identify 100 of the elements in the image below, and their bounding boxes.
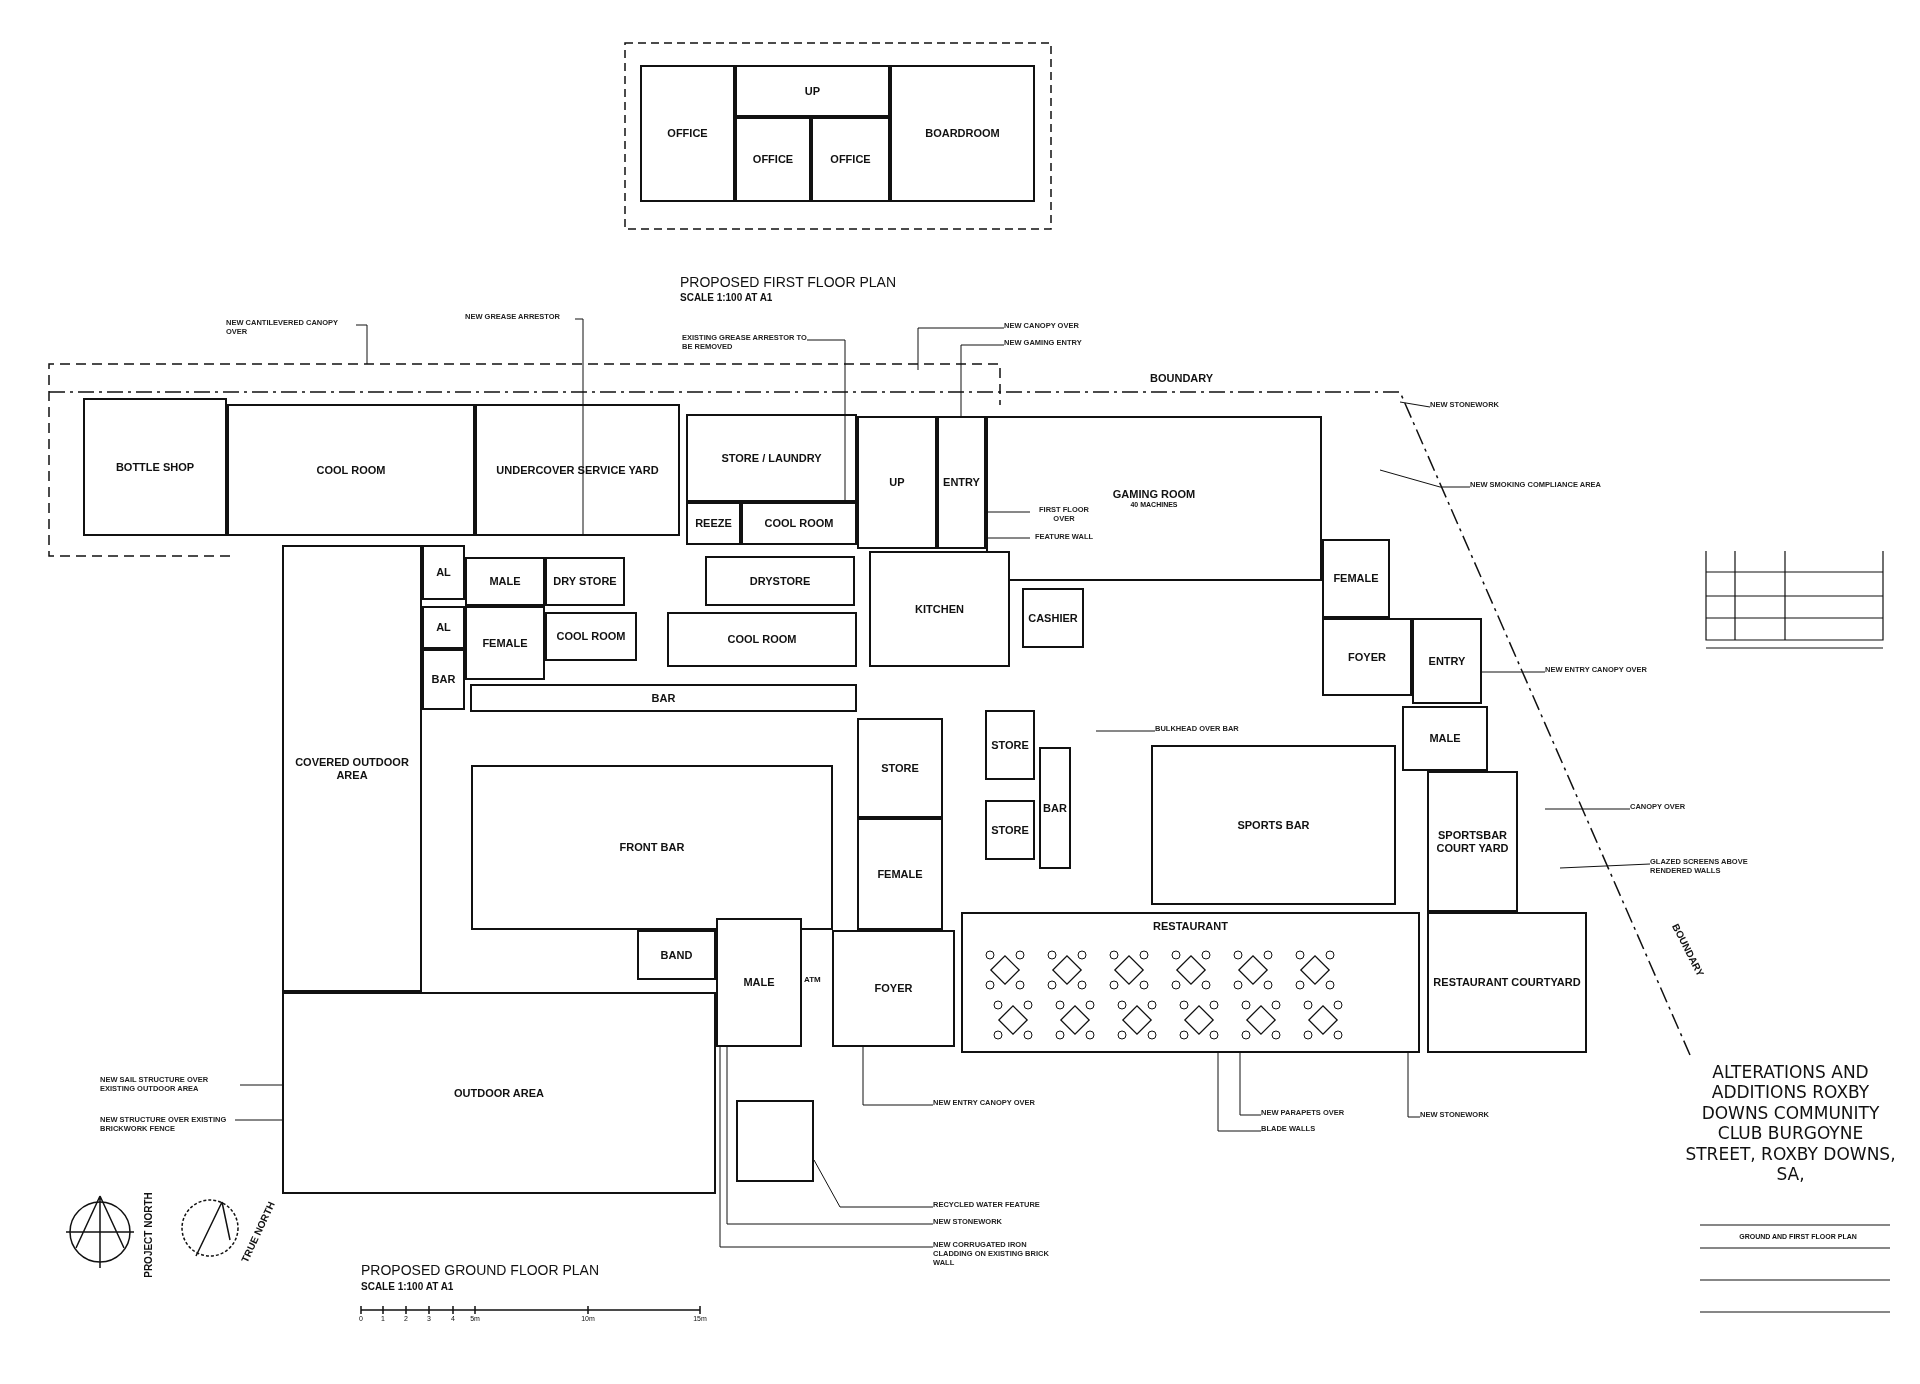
atm-label: ATM (804, 975, 821, 984)
room-outline (741, 502, 857, 545)
room-outline (545, 612, 637, 661)
room-label: COOL ROOM (315, 463, 387, 477)
room-label: DRYSTORE (748, 574, 812, 588)
room-outline (686, 414, 857, 502)
room-outline (1022, 588, 1084, 648)
room-outline (640, 65, 735, 202)
leader-line (1095, 730, 1156, 732)
leader-line (239, 1084, 283, 1086)
room-label: SPORTSBAR COURT YARD (1435, 828, 1510, 855)
room-label: BOTTLE SHOP (114, 460, 196, 474)
room-outline (705, 556, 855, 606)
leader-line (1407, 1052, 1421, 1118)
room-label: AL (435, 621, 452, 634)
room-outline (422, 649, 465, 710)
room-label: FEMALE (481, 636, 529, 650)
leader-line (1544, 808, 1631, 810)
room-label: FEMALE (876, 867, 924, 881)
room-outline (475, 404, 680, 536)
room-label: STORE (990, 823, 1030, 837)
room-label: STORE / LAUNDRY (720, 451, 823, 465)
leader-line (234, 1119, 283, 1121)
room-outline (832, 930, 955, 1047)
room-outline (637, 930, 716, 980)
room-label: BAND (659, 948, 694, 962)
room-outline (985, 800, 1035, 860)
room-outline (545, 557, 625, 606)
room-outline (857, 416, 937, 549)
leader-line (960, 344, 1005, 417)
room-label: OFFICE (829, 153, 872, 166)
room-label: RESTAURANT COURTYARD (1432, 976, 1582, 989)
room-outline (937, 416, 986, 549)
room-label: FEMALE (1332, 572, 1380, 585)
room-label: COOL ROOM (726, 633, 798, 646)
scale-note: SCALE 1:100 AT A1 (680, 292, 773, 303)
leader-line (1399, 401, 1431, 408)
room-outline (282, 545, 422, 992)
room-label: UNDERCOVER SERVICE YARD (495, 463, 660, 477)
room-label: ENTRY (942, 476, 981, 489)
room-outline (961, 912, 1420, 1053)
room-outline (857, 718, 943, 818)
room-label: STORE (880, 761, 920, 775)
room-label: COVERED OUTDOOR AREA (294, 755, 410, 782)
room-outline (890, 65, 1035, 202)
room-outline (1322, 539, 1390, 618)
room-outline (1151, 745, 1396, 905)
room-outline (422, 606, 465, 649)
plan-title: PROPOSED FIRST FLOOR PLAN (680, 274, 896, 290)
room-label: RESTAURANT (1152, 920, 1229, 933)
leader-line (862, 1046, 934, 1106)
leader-line (985, 537, 1031, 539)
room-outline (83, 398, 227, 536)
room-outline (1322, 618, 1412, 696)
room-label: FOYER (1347, 650, 1387, 664)
leader-line (574, 318, 584, 537)
room-label: OFFICE (666, 127, 709, 140)
room-label: ENTRY (1427, 654, 1467, 668)
room-label: BAR (650, 691, 677, 705)
room-label: COOL ROOM (555, 630, 627, 643)
room-label: OUTDOOR AREA (452, 1086, 545, 1100)
room-label: FRONT BAR (618, 841, 686, 854)
boundary-label: BOUNDARY (1150, 372, 1214, 384)
scale-note: SCALE 1:100 AT A1 (361, 1281, 454, 1292)
room-label: SPORTS BAR (1236, 818, 1311, 832)
room-outline (686, 502, 741, 545)
room-outline (282, 992, 716, 1194)
room-outline (422, 545, 465, 600)
room-outline (986, 416, 1322, 581)
leader-line (917, 327, 1005, 371)
room-outline (1039, 747, 1071, 869)
leader-line (1379, 469, 1471, 488)
room-label: FOYER (873, 982, 914, 995)
leader-line (1559, 863, 1651, 869)
leader-line (1217, 1052, 1262, 1132)
room-outline (470, 684, 857, 712)
room-outline (667, 612, 857, 667)
room-outline (471, 765, 833, 930)
leader-line (1239, 1052, 1262, 1116)
project-title: ALTERATIONS AND ADDITIONS ROXBY DOWNS COMMUNITY CLUB BURGOYNE STREET, ROXBY DOWNS, SA, (1684, 1062, 1897, 1185)
room-label: BAR (430, 673, 457, 686)
leader-line (1481, 671, 1546, 673)
room-label: BAR (1042, 801, 1068, 815)
room-label: MALE (1428, 732, 1462, 745)
room-label: STORE (990, 738, 1030, 752)
room-outline (716, 918, 802, 1047)
room-outline (1427, 771, 1518, 912)
room-outline (1402, 706, 1488, 771)
room-label: COOL ROOM (763, 517, 835, 530)
room-outline (857, 818, 943, 930)
room-label: BOARDROOM (924, 127, 1001, 140)
room-label: MALE (742, 976, 776, 989)
room-label: DRY STORE (552, 575, 618, 588)
water-feature-box (736, 1100, 814, 1182)
room-outline (985, 710, 1035, 780)
room-label: OFFICE (751, 153, 795, 166)
room-outline (1427, 912, 1587, 1053)
room-outline (811, 117, 890, 202)
room-label: MALE (488, 575, 522, 588)
room-outline (465, 606, 545, 680)
